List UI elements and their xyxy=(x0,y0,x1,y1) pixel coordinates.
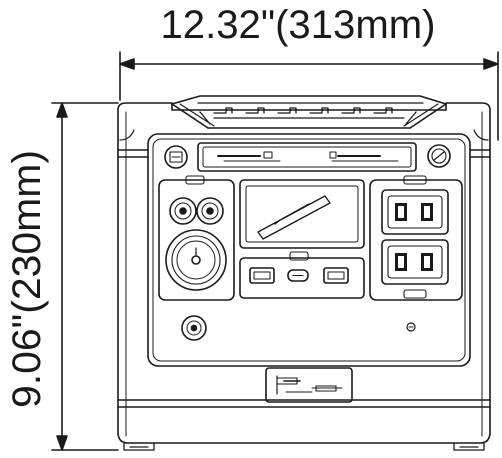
display-screen xyxy=(239,179,365,249)
ac-outlet-bottom xyxy=(381,239,449,285)
front-panel xyxy=(147,133,471,367)
usb-a-port-left xyxy=(249,267,275,284)
left-port-column xyxy=(158,175,235,301)
height-label: 9.06"(230mm) xyxy=(5,150,49,408)
usb-port-row xyxy=(239,251,365,299)
top-left-button xyxy=(164,145,188,169)
unit-body xyxy=(117,102,491,451)
height-arrow-bottom xyxy=(56,435,68,451)
height-dimension: 9.06"(230mm) xyxy=(5,102,119,451)
width-label: 12.32"(313mm) xyxy=(161,3,436,47)
width-arrow-right xyxy=(483,58,499,70)
dc-port-right xyxy=(196,197,224,225)
dc-port-left xyxy=(169,197,197,225)
height-arrow-top xyxy=(56,102,68,118)
top-right-knob xyxy=(427,144,451,168)
bottom-latch-plate xyxy=(265,367,353,403)
input-port xyxy=(181,315,207,341)
car-socket xyxy=(165,229,227,291)
width-dimension: 12.32"(313mm) xyxy=(119,3,499,141)
feet xyxy=(123,442,485,451)
width-arrow-left xyxy=(119,58,135,70)
ac-outlet-column xyxy=(369,175,463,301)
top-handle xyxy=(171,95,447,129)
top-status-strip xyxy=(197,142,417,172)
usb-a-port-right xyxy=(323,267,349,284)
indicator-dot xyxy=(406,322,416,332)
ac-outlet-top xyxy=(381,189,449,235)
usb-c-port xyxy=(287,269,309,282)
